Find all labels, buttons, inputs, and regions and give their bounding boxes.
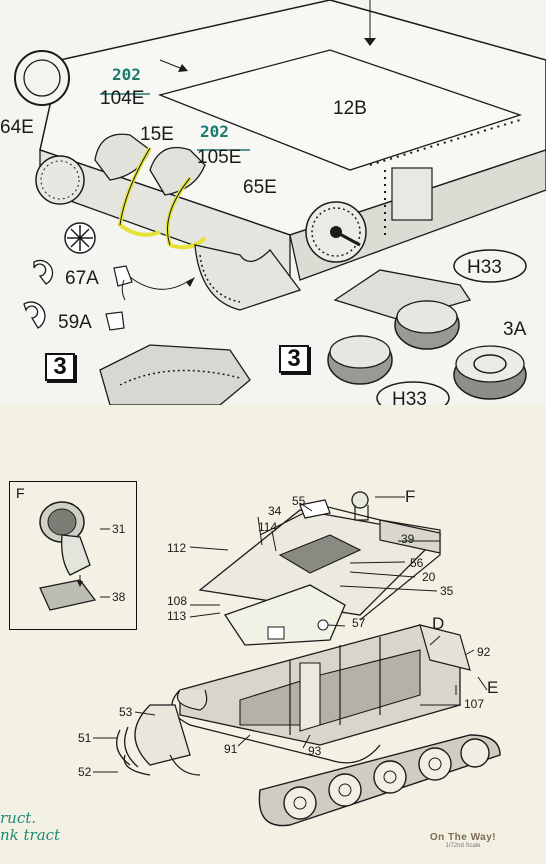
label-56: 56: [410, 556, 424, 570]
label-15e: 15E: [140, 124, 174, 145]
label-113: 113: [167, 609, 186, 623]
front-glacis: [223, 584, 346, 646]
part-53-track-guard: [134, 704, 191, 766]
inset-drawing: 31 38: [39, 501, 126, 611]
lower-instruction-sheet: F 31 38: [0, 405, 546, 864]
handwritten-note-line1: ruct.: [0, 809, 36, 827]
label-53: 53: [119, 705, 133, 719]
label-e: E: [487, 678, 498, 697]
label-3a: 3A: [503, 319, 527, 340]
label-59a: 59A: [58, 312, 92, 333]
label-20: 20: [422, 570, 436, 584]
idler-wheel: [14, 50, 70, 106]
inset-letter: F: [16, 485, 25, 501]
label-104e: 104E: [100, 88, 144, 109]
label-34: 34: [268, 504, 282, 518]
bogie-assembly-left: [99, 344, 251, 405]
label-114: 114: [258, 520, 277, 534]
label-57: 57: [352, 616, 366, 630]
part-92-bracket: [419, 624, 471, 671]
part-64e-sprocket: [35, 155, 85, 205]
label-67a: 67A: [65, 268, 99, 289]
detail-inset-f: F: [9, 481, 137, 630]
handwritten-note-line2: nk tract: [0, 826, 61, 844]
hull-access-panel: [391, 167, 433, 221]
label-91: 91: [224, 742, 238, 756]
upper-hull-diagram: 64E 202 104E 12B 15E 202 105E 65E 67A 59…: [0, 0, 546, 405]
label-65e: 65E: [243, 177, 277, 198]
part-52-link: [123, 754, 151, 776]
handwritten-202-a: 202: [112, 65, 141, 84]
part-f-periscope: [351, 491, 369, 509]
label-105e: 105E: [197, 147, 241, 168]
label-39: 39: [401, 532, 415, 546]
upper-instruction-sheet: 64E 202 104E 12B 15E 202 105E 65E 67A 59…: [0, 0, 546, 405]
part-39-panel: [379, 519, 441, 554]
watermark-title: On The Way!: [429, 832, 497, 843]
label-112: 112: [167, 541, 186, 555]
part-67a-icon: [33, 259, 54, 285]
part-107-bulkhead: [299, 662, 321, 732]
label-d: D: [432, 614, 444, 633]
label-31: 31: [112, 522, 126, 536]
label-38: 38: [112, 590, 126, 604]
callout-leader-lines: [93, 496, 488, 773]
label-64e: 64E: [0, 117, 34, 138]
label-92: 92: [477, 645, 491, 659]
handwritten-202-b: 202: [200, 122, 229, 141]
label-52: 52: [78, 765, 92, 779]
part-12b-deck: [157, 49, 523, 171]
label-108: 108: [167, 594, 187, 608]
label-h33-bottom: H33: [392, 389, 427, 405]
label-35: 35: [440, 584, 454, 598]
part-51-link: [116, 729, 131, 766]
label-93: 93: [308, 744, 322, 758]
label-f: F: [405, 487, 415, 506]
road-wheels-row: [283, 738, 490, 820]
label-h33-top: H33: [467, 257, 502, 278]
part-105e-bracket: [149, 146, 206, 196]
label-55: 55: [292, 494, 306, 508]
part-20-hatch: [278, 534, 362, 574]
lower-hull-diagram: 31 38: [0, 487, 501, 844]
h33-callout-outline: [453, 249, 527, 283]
part-55: [299, 499, 331, 519]
watermark-subtitle: 1/72nd Scale: [445, 843, 481, 849]
step-number-box: 3: [279, 345, 309, 373]
step-number-box: 3: [45, 353, 75, 381]
part-59a-icon: [23, 301, 46, 329]
watermark-logo: On The Way! 1/72nd Scale: [417, 832, 509, 849]
label-12b: 12B: [333, 98, 367, 119]
label-51: 51: [78, 731, 92, 745]
label-107: 107: [464, 697, 484, 711]
